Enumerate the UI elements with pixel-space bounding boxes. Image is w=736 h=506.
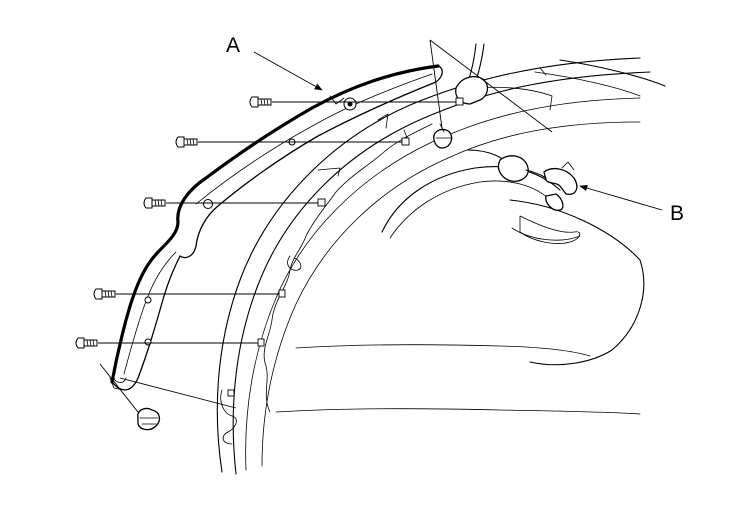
clip-upper-icon — [433, 123, 453, 149]
receiver-holes — [227, 97, 464, 397]
leader-arrows — [253, 51, 663, 211]
arrow-to-b — [579, 184, 663, 211]
screw-4-icon — [93, 288, 116, 300]
screw-2-icon — [175, 136, 198, 148]
screw-1-icon — [249, 96, 272, 108]
clip-lower-icon — [137, 407, 161, 431]
screw-3-icon — [143, 197, 166, 209]
arrow-to-a — [253, 51, 323, 91]
harness-clip-b — [525, 161, 578, 211]
callout-b-label: B — [670, 202, 684, 225]
trunk-lid-body — [216, 43, 666, 475]
screws — [75, 96, 272, 349]
callout-a-label: A — [226, 34, 240, 57]
screw-5-icon — [75, 337, 98, 349]
trim-panel-a — [109, 64, 443, 391]
